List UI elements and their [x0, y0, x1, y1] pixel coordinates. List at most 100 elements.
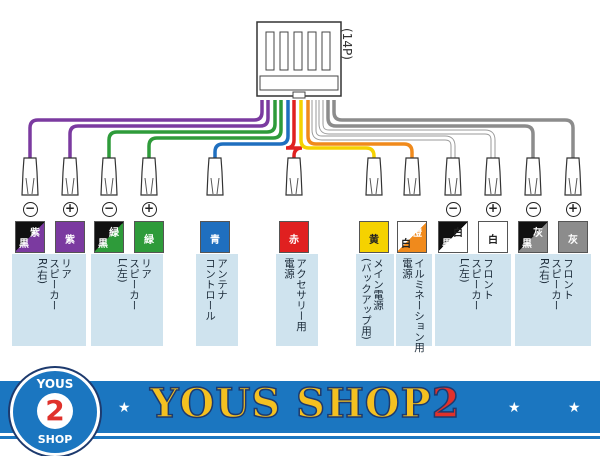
terminal-detail — [488, 177, 498, 195]
wire-terminal — [524, 157, 542, 196]
polarity-minus-icon: − — [22, 202, 38, 217]
front-speaker-r-block — [515, 254, 591, 346]
terminal-detail — [25, 177, 35, 195]
polarity-minus-icon: − — [101, 202, 117, 217]
wire-stripe-tag-label: 黒 — [98, 239, 108, 250]
wire-color-tag: 緑 — [134, 221, 164, 253]
polarity-plus-icon: + — [485, 202, 501, 217]
wire-terminal — [21, 157, 39, 196]
wire-stripe-tag-label: 黒 — [522, 239, 532, 250]
wire-terminal — [444, 157, 462, 196]
wire-color-tag: 灰 — [558, 221, 588, 253]
polarity-plus-icon: + — [141, 202, 157, 217]
wire-stripe-tag-label: 黒 — [442, 239, 452, 250]
connector-slot — [293, 31, 303, 71]
wire-color-tag-label: 灰 — [533, 228, 543, 239]
wire-color-tag-label: 赤 — [289, 235, 299, 246]
terminal-detail — [104, 177, 114, 195]
wire-line — [285, 100, 303, 158]
wire-color-tag-label: 橙 — [412, 228, 422, 239]
terminal-detail — [568, 177, 578, 195]
shop-banner — [0, 381, 600, 439]
rear-speaker-l-block — [91, 254, 163, 346]
terminal-detail — [528, 177, 538, 195]
wire-color-tag: 青 — [200, 221, 230, 253]
star-icon: ★ — [118, 400, 131, 416]
polarity-plus-icon: + — [565, 202, 581, 217]
star-icon: ★ — [568, 400, 581, 416]
terminal-detail — [289, 177, 299, 195]
wire-stripe-tag-label: 白 — [401, 239, 411, 250]
wire-line — [147, 100, 283, 158]
polarity-minus-icon: − — [525, 202, 541, 217]
wire-line — [213, 100, 290, 158]
wire-color-tag: 緑黒 — [94, 221, 124, 253]
polarity-minus-icon: − — [445, 202, 461, 217]
wire-color-tag-label: 白 — [488, 235, 498, 246]
wire-terminal — [403, 157, 421, 196]
wire-line — [28, 100, 264, 158]
logo-number: 2 — [45, 394, 65, 427]
wire-color-tag-label: 紫 — [30, 228, 40, 239]
wire-line — [326, 100, 535, 158]
wire-color-tag: 灰黒 — [518, 221, 548, 253]
rear-speaker-block — [12, 254, 86, 346]
wire-terminal — [206, 157, 224, 196]
wire-stripe-tag-label: 黒 — [19, 239, 29, 250]
shop-name: YOUS SHOP2 — [149, 379, 461, 428]
wire-terminal — [61, 157, 79, 196]
main-power-block — [356, 254, 394, 346]
wire-line — [312, 100, 455, 158]
logo-badge: 2 — [37, 393, 73, 429]
wire-color-tag-label: 青 — [210, 235, 220, 246]
terminal-detail — [407, 177, 417, 195]
desc-accessory-power: アクセサリー用電源 — [283, 258, 307, 332]
wire-color-tag-label: 白 — [453, 228, 463, 239]
connector-slot — [265, 31, 275, 71]
wire-terminal — [564, 157, 582, 196]
wire-terminal — [285, 157, 303, 196]
connector-slot — [279, 31, 289, 71]
wire-line — [332, 100, 575, 158]
terminal-detail — [144, 177, 154, 195]
wire-terminal — [484, 157, 502, 196]
terminal-detail — [369, 177, 379, 195]
banner-bottom-stripe — [0, 433, 600, 436]
wire-color-tag: 赤 — [279, 221, 309, 253]
terminal-detail — [448, 177, 458, 195]
wire-color-tag-label: 緑 — [109, 228, 119, 239]
desc-antenna: アンテナコントロール — [204, 258, 228, 321]
wire-line — [107, 100, 277, 158]
wire-color-tag: 白黒 — [438, 221, 468, 253]
wire-color-tag-label: 紫 — [65, 235, 75, 246]
terminal-detail — [65, 177, 75, 195]
wire-line — [306, 100, 414, 158]
terminal-detail — [210, 177, 220, 195]
connector-slot — [321, 31, 331, 71]
logo-top-text: YOUS — [36, 377, 74, 391]
wire-color-tag: 紫黒 — [15, 221, 45, 253]
illumination-block — [396, 254, 432, 346]
wire-color-tag: 紫 — [55, 221, 85, 253]
antenna-block — [196, 254, 238, 346]
wire-line — [68, 100, 270, 158]
wire-color-tag: 白 — [478, 221, 508, 253]
wire-terminal — [100, 157, 118, 196]
connector-latch — [259, 75, 339, 91]
wire-line — [299, 100, 376, 158]
connector-pin-count: (14P) — [340, 28, 354, 60]
wire-terminal — [140, 157, 158, 196]
wire-color-tag-label: 緑 — [144, 235, 154, 246]
connector-slot — [307, 31, 317, 71]
acc-block — [276, 254, 318, 346]
polarity-plus-icon: + — [62, 202, 78, 217]
wire-line — [319, 100, 495, 158]
wire-terminal — [365, 157, 383, 196]
desc-main-power: メイン電源(バックアップ用) — [360, 258, 384, 340]
